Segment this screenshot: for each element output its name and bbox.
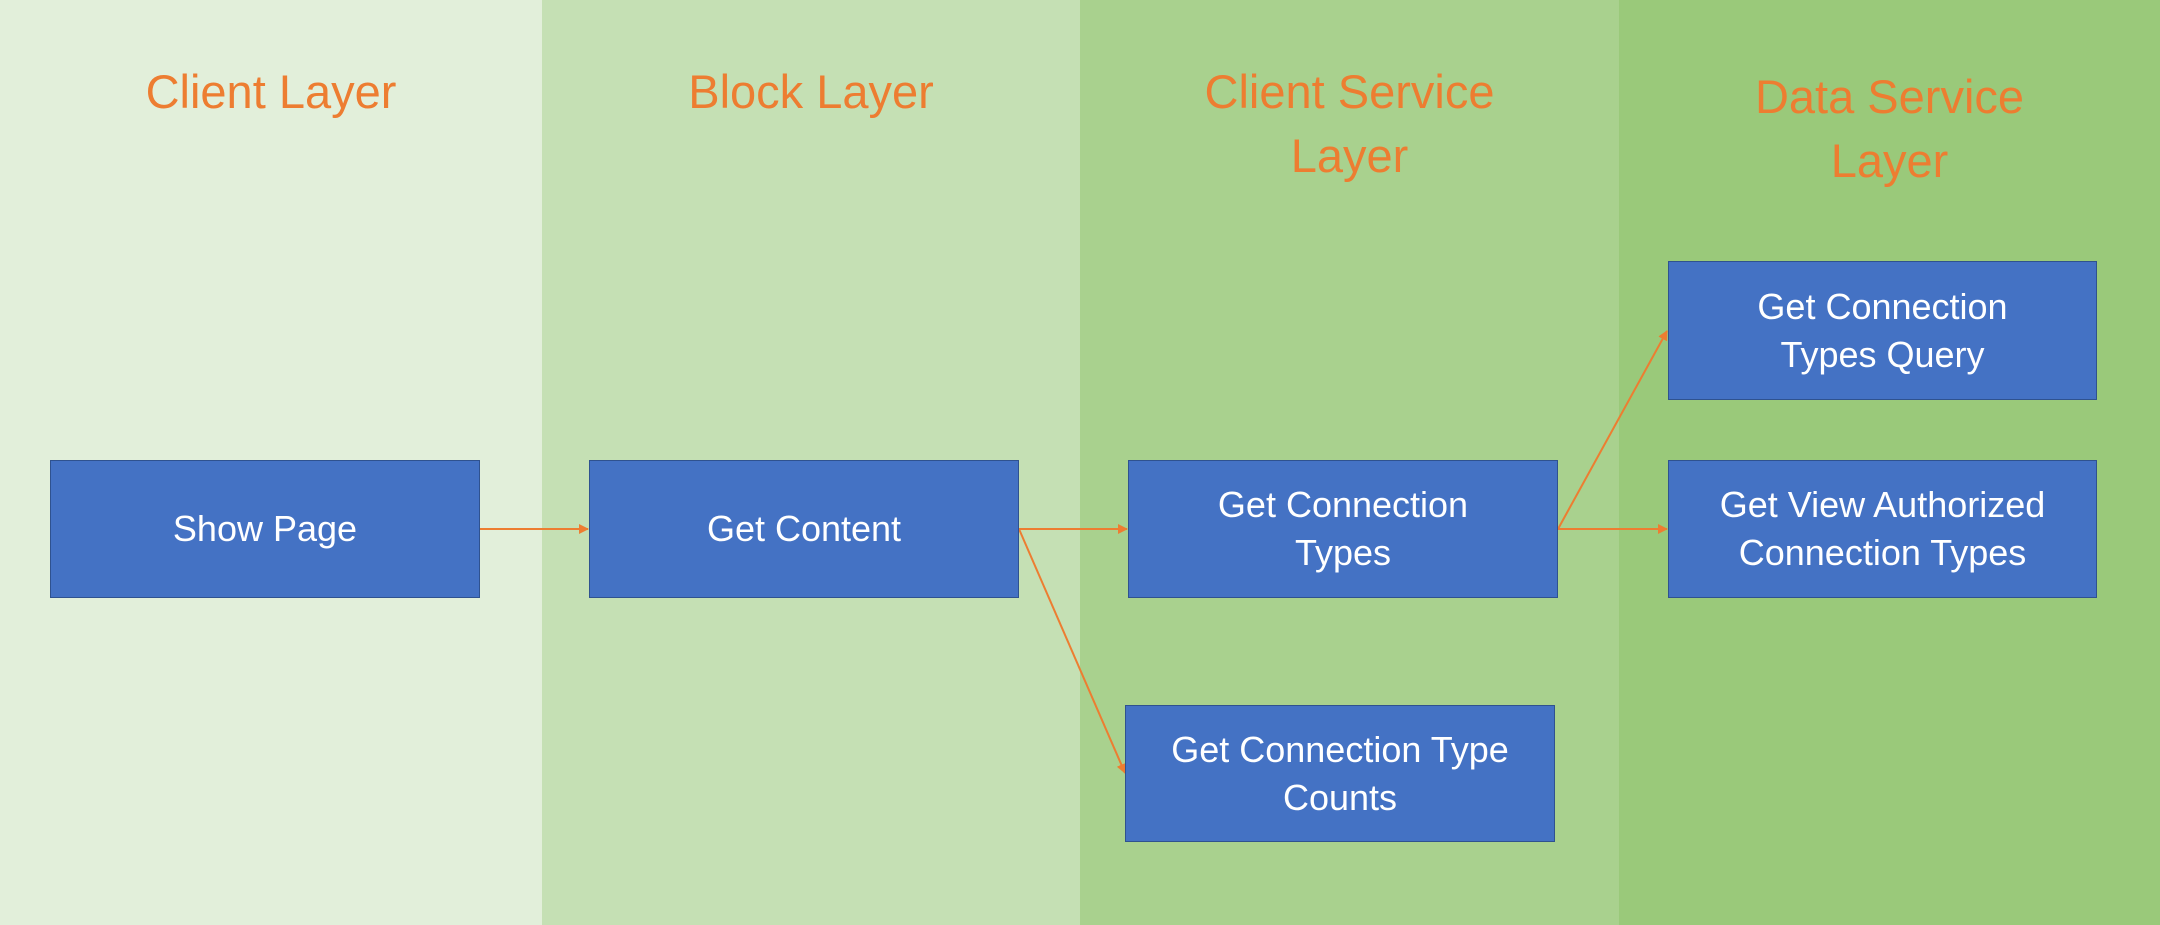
lane-title-block-layer: Block Layer: [688, 65, 934, 118]
node-get-connection-types: Get Connection Types: [1128, 460, 1558, 598]
lane-title-data-service-layer: Data Service Layer: [1754, 70, 2025, 187]
node-get-content: Get Content: [589, 460, 1019, 598]
node-show-page: Show Page: [50, 460, 480, 598]
lane-title-client-service-layer: Client Service Layer: [1204, 65, 1495, 182]
node-get-connection-type-counts: Get Connection Type Counts: [1125, 705, 1555, 842]
arrow-get-connection-types-to-query: [1557, 330, 1668, 530]
lane-title-client-layer: Client Layer: [145, 65, 397, 118]
node-get-connection-types-query: Get Connection Types Query: [1668, 261, 2097, 400]
node-get-view-authorized-connection-types: Get View Authorized Connection Types: [1668, 460, 2097, 598]
arrow-get-content-to-get-connection-type-counts: [1018, 528, 1126, 774]
